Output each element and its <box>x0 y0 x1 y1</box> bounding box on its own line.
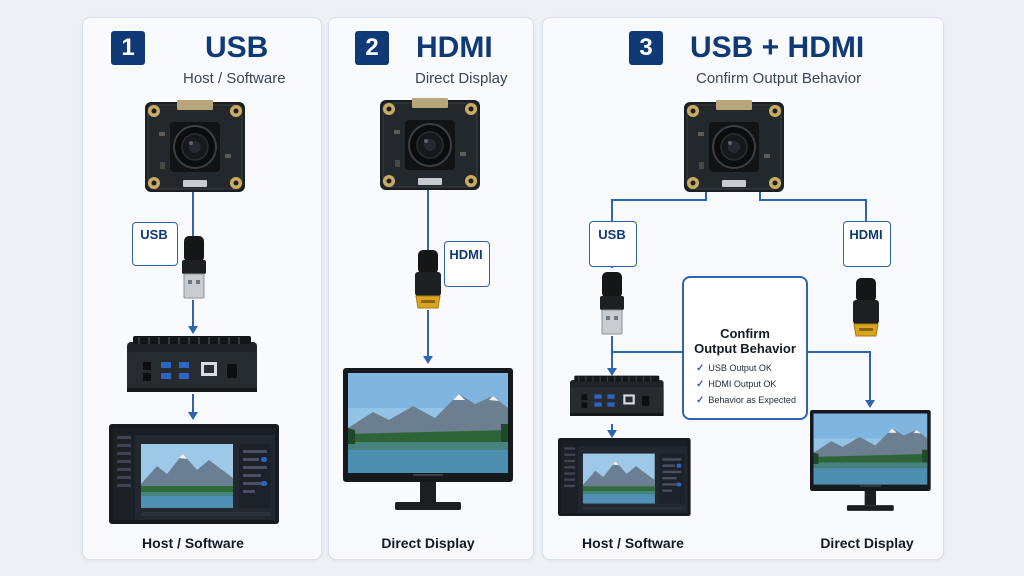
caption-host-software: Host / Software <box>142 535 244 551</box>
step-number-badge-2: 2 <box>355 31 389 65</box>
caption-direct-display-3: Direct Display <box>820 535 914 551</box>
step-number-badge-3: 3 <box>629 31 663 65</box>
check-item-hdmi-output: ✓HDMI Output OK <box>696 379 777 390</box>
monitor-icon <box>343 368 513 510</box>
hdmi-port-label-box-3 <box>843 221 891 267</box>
check-item-usb-output: ✓USB Output OK <box>696 363 772 374</box>
mini-pc-icon <box>126 335 258 393</box>
usb-port-label-3: USB <box>598 227 626 242</box>
camera-module-icon-3 <box>683 99 785 193</box>
panel-subtitle-hdmi: Direct Display <box>415 70 508 87</box>
monitor-icon-3 <box>810 410 931 511</box>
confirm-title-line2: Output Behavior <box>694 341 796 356</box>
confirm-title-line1: Confirm <box>720 326 770 341</box>
panel-title-usb-hdmi: USB + HDMI <box>690 31 865 64</box>
hdmi-port-label: HDMI <box>449 247 483 262</box>
panel-title-usb: USB <box>205 31 269 64</box>
panel-subtitle-usb: Host / Software <box>183 70 286 87</box>
caption-host-software-3: Host / Software <box>582 535 684 551</box>
usb-port-label: USB <box>140 227 168 242</box>
panel-subtitle-usb-hdmi: Confirm Output Behavior <box>696 70 862 87</box>
check-icon: ✓ <box>696 395 705 406</box>
step-number-badge-1: 1 <box>111 31 145 65</box>
usb-plug-icon-3 <box>599 271 625 335</box>
host-software-screen-icon <box>109 424 279 524</box>
check-icon: ✓ <box>696 379 705 390</box>
hdmi-plug-icon-3 <box>852 277 880 337</box>
usb-port-label-box-3 <box>589 221 637 267</box>
caption-direct-display: Direct Display <box>381 535 475 551</box>
check-icon: ✓ <box>696 363 705 374</box>
usb-plug-icon <box>181 235 207 299</box>
check-item-behavior: ✓Behavior as Expected <box>696 395 796 406</box>
hdmi-port-label-box <box>444 241 490 287</box>
confirm-output-box: Confirm Output Behavior ✓USB Output OK ✓… <box>682 276 808 420</box>
mini-pc-icon-3 <box>569 374 665 417</box>
usb-port-label-box <box>132 222 178 266</box>
hdmi-port-label-3: HDMI <box>849 227 883 242</box>
host-software-screen-icon-3 <box>558 438 691 516</box>
hdmi-plug-icon <box>414 249 442 309</box>
panel-title-hdmi: HDMI <box>416 31 493 64</box>
camera-module-icon <box>144 99 246 193</box>
camera-module-icon-2 <box>379 97 481 191</box>
